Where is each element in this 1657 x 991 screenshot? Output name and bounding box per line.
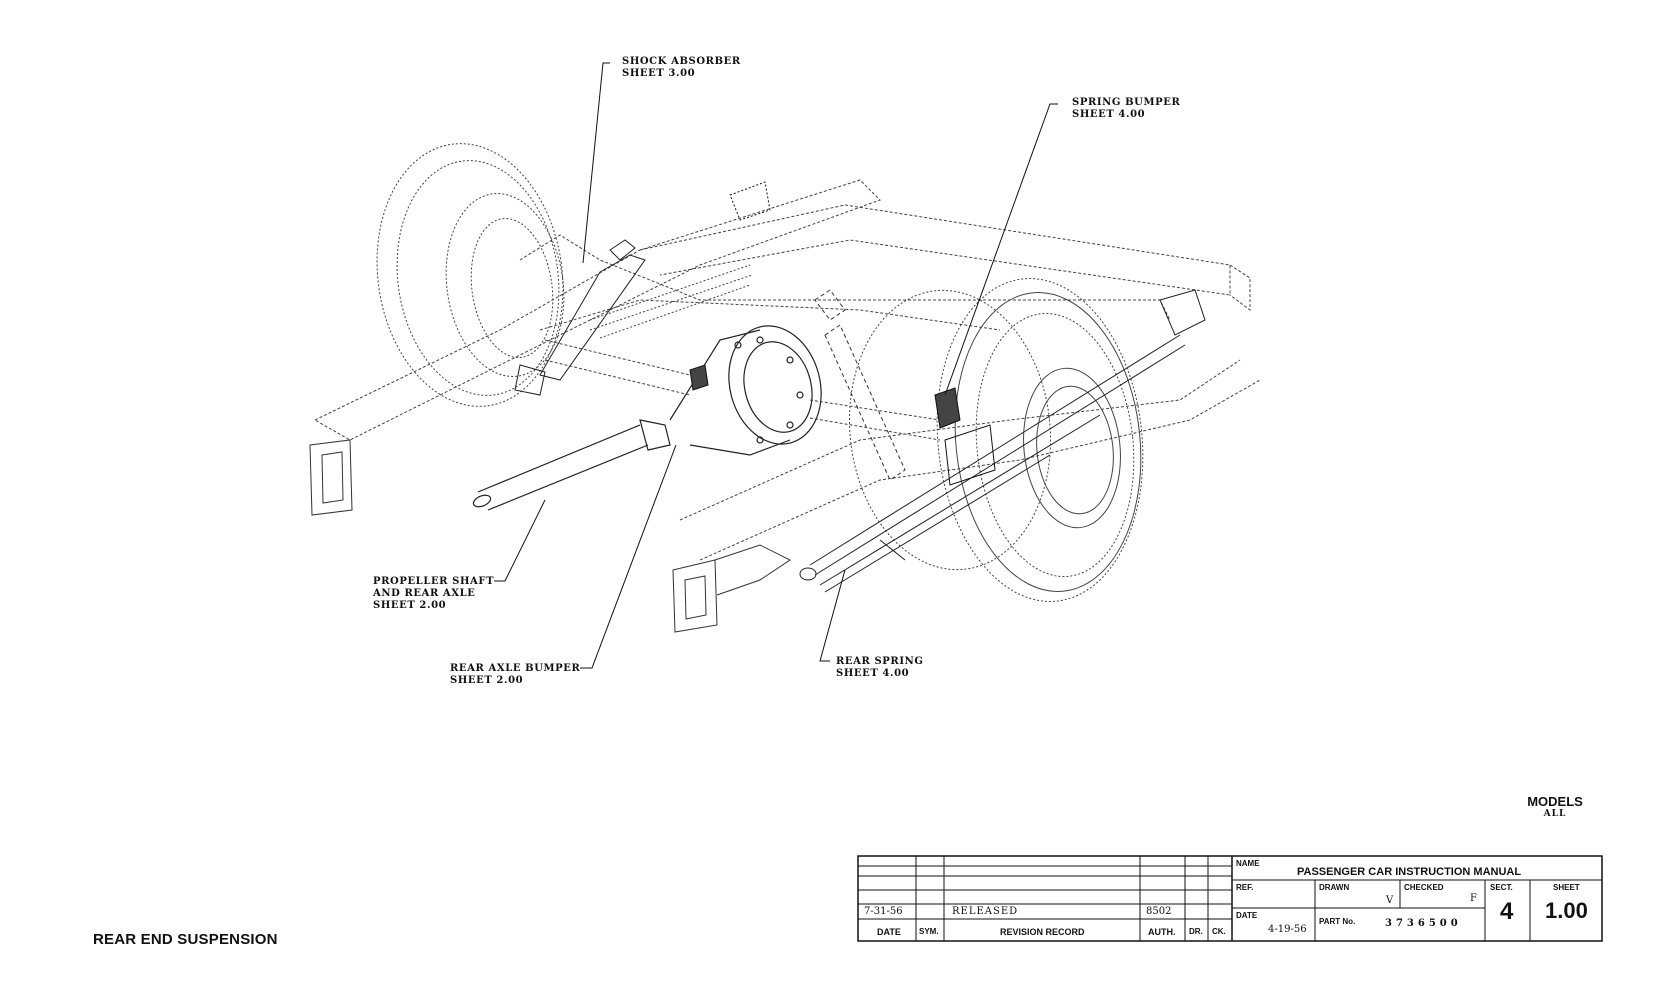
tb-part-value: 3736500 bbox=[1385, 918, 1462, 929]
tb-date-value: 4-19-56 bbox=[1268, 924, 1307, 935]
callout-rear-axle-bumper: REAR AXLE BUMPER SHEET 2.00 bbox=[450, 663, 580, 687]
right-rear-wheel bbox=[848, 278, 1144, 602]
callout-propeller-shaft-name: PROPELLER SHAFT bbox=[373, 576, 495, 587]
revision-header-auth: AUTH. bbox=[1148, 927, 1176, 937]
revision-auth: 8502 bbox=[1146, 906, 1172, 917]
frame bbox=[313, 179, 1261, 561]
callout-rear-spring-sheet: SHEET 4.00 bbox=[836, 668, 910, 679]
leader-lines bbox=[494, 62, 1058, 669]
callout-spring-bumper: SPRING BUMPER SHEET 4.00 bbox=[1072, 97, 1180, 121]
callout-rear-axle-bumper-sheet: SHEET 2.00 bbox=[450, 675, 524, 686]
revision-header-record: REVISION RECORD bbox=[1000, 927, 1085, 937]
propeller-shaft bbox=[472, 419, 671, 511]
callout-shock-absorber-name: SHOCK ABSORBER bbox=[622, 56, 741, 67]
left-rear-wheel bbox=[376, 143, 565, 407]
callout-spring-bumper-name: SPRING BUMPER bbox=[1072, 97, 1181, 108]
callout-rear-spring: REAR SPRING SHEET 4.00 bbox=[836, 656, 924, 680]
revision-header-date: DATE bbox=[877, 927, 901, 937]
revision-header-sym: SYM. bbox=[919, 927, 939, 936]
callout-shock-absorber-sheet: SHEET 3.00 bbox=[622, 68, 696, 79]
tb-drawn-label: DRAWN bbox=[1319, 883, 1350, 892]
tb-part-label: PART No. bbox=[1319, 917, 1356, 926]
callout-shock-absorber: SHOCK ABSORBER SHEET 3.00 bbox=[622, 56, 741, 80]
callout-propeller-shaft: PROPELLER SHAFT AND REAR AXLE SHEET 2.00 bbox=[373, 576, 494, 612]
differential bbox=[669, 325, 822, 456]
tb-sheet-value: 1.00 bbox=[1545, 898, 1588, 923]
tb-date-label: DATE bbox=[1236, 911, 1258, 920]
left-shock-absorber bbox=[514, 239, 646, 396]
revision-header-ck: CK. bbox=[1212, 927, 1226, 936]
spring-bumper bbox=[934, 387, 996, 486]
tb-checked-label: CHECKED bbox=[1404, 883, 1444, 892]
callout-spring-bumper-sheet: SHEET 4.00 bbox=[1072, 109, 1146, 120]
left-leaf-spring bbox=[589, 264, 753, 339]
title-block-lines bbox=[857, 855, 1603, 942]
tb-drawn-value: V bbox=[1386, 895, 1394, 906]
callout-rear-axle-bumper-name: REAR AXLE BUMPER bbox=[450, 663, 581, 674]
models-label: MODELS bbox=[1527, 794, 1583, 809]
tb-checked-value: F bbox=[1470, 893, 1477, 904]
callout-propeller-shaft-name2: AND REAR AXLE bbox=[373, 588, 476, 599]
revision-date: 7-31-56 bbox=[864, 906, 903, 917]
axle-housing bbox=[544, 339, 941, 441]
callout-propeller-shaft-sheet: SHEET 2.00 bbox=[373, 600, 447, 611]
tb-name-value: PASSENGER CAR INSTRUCTION MANUAL bbox=[1297, 866, 1522, 878]
revision-header-dr: DR. bbox=[1189, 927, 1203, 936]
right-shock-absorber bbox=[814, 289, 906, 481]
tb-sect-value: 4 bbox=[1500, 898, 1514, 925]
frame-rail-ends bbox=[309, 439, 791, 633]
tb-name-label: NAME bbox=[1236, 859, 1260, 868]
tb-sheet-label: SHEET bbox=[1553, 883, 1580, 892]
callout-rear-spring-name: REAR SPRING bbox=[836, 656, 924, 667]
tb-sect-label: SECT. bbox=[1490, 883, 1513, 892]
page-title: REAR END SUSPENSION bbox=[93, 931, 278, 948]
tb-ref-label: REF. bbox=[1236, 883, 1254, 892]
models-value: ALL bbox=[1543, 809, 1567, 819]
revision-description: RELEASED bbox=[952, 906, 1019, 917]
right-leaf-spring bbox=[799, 289, 1206, 593]
models-note: MODELS ALL bbox=[1523, 794, 1587, 819]
rear-axle-bumper bbox=[689, 181, 771, 391]
